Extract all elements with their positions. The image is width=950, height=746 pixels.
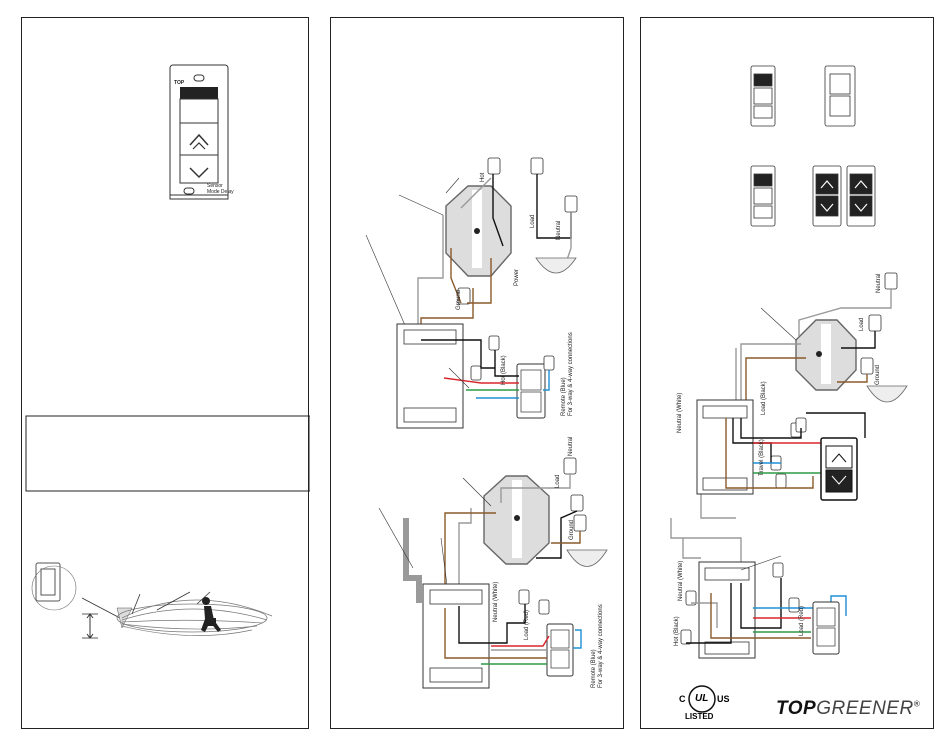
- p3-label-load: Load: [859, 317, 865, 331]
- panel-switch-overview: TOP Sensor Mode Delay: [21, 17, 310, 729]
- brand-thin: GREENER: [816, 698, 914, 719]
- switch-sensor-text: Sensor: [207, 183, 223, 189]
- switch-configurations: [750, 65, 876, 227]
- ul-listed-mark: [688, 685, 716, 713]
- switch-top-label: TOP: [174, 80, 185, 86]
- brand-bold: TOP: [776, 698, 817, 719]
- label-load-red: Load (Red): [524, 609, 530, 640]
- label-remote-blue-2: Remote (Blue): [591, 649, 597, 688]
- wiring-diagram-single-pole: [365, 157, 608, 689]
- bottom-wiring-diagram: [378, 457, 608, 689]
- p3-label-hot-black: Hot (Black): [674, 616, 680, 646]
- ul-c: C: [679, 694, 686, 704]
- p3-label-load-red: Load (Red): [799, 605, 805, 636]
- p3-label-travel-black: Travel (Black): [759, 439, 765, 476]
- switch-mode-text: Mode Delay: [207, 189, 234, 195]
- topgreener-logo: TOPGREENER®: [776, 698, 920, 720]
- ul-us: US: [717, 694, 730, 704]
- panel-wiring-multi-location: Neutral Load Ground Load (Black) Neutral…: [640, 17, 934, 729]
- label-neutral-2: Neutral: [568, 436, 574, 456]
- label-power: Power: [514, 268, 520, 286]
- ul-mark: UL: [695, 693, 709, 704]
- p3-label-ground: Ground: [875, 364, 881, 385]
- label-load: Load: [530, 214, 536, 228]
- label-ground: Ground: [456, 289, 462, 310]
- occupancy-switch: [169, 64, 229, 200]
- panel-wiring-single-pole: Hot Load Neutral Power Ground Hot (Black…: [330, 17, 624, 729]
- p3-label-load-black: Load (Black): [761, 381, 767, 415]
- p3-label-neutral-white-2: Neutral (White): [678, 560, 684, 601]
- label-load-2: Load: [555, 474, 561, 488]
- p3-label-neutral: Neutral: [876, 273, 882, 293]
- label-hot: Hot: [480, 172, 486, 182]
- label-remote-note-2: For 3-way & 4-way connections: [598, 604, 604, 688]
- switch-overview-illustration: [25, 64, 310, 639]
- person-figure: [201, 597, 221, 632]
- label-remote-note: For 3-way & 4-way connections: [568, 332, 574, 416]
- label-neutral: Neutral: [556, 220, 562, 240]
- label-neutral-white: Neutral (White): [493, 581, 499, 622]
- top-wiring-diagram: [365, 157, 578, 429]
- label-remote-blue: Remote (Blue): [561, 377, 567, 416]
- label-ground-2: Ground: [569, 519, 575, 540]
- ul-listed: LISTED: [685, 712, 714, 721]
- wire-nuts: [457, 157, 578, 305]
- multi-location-wiring: [670, 272, 908, 659]
- p3-label-neutral-white: Neutral (White): [677, 392, 683, 433]
- sensor-coverage-diagram: [31, 562, 273, 639]
- info-box: [25, 415, 310, 492]
- brand-reg: ®: [913, 699, 921, 709]
- label-hot-black: Hot (Black): [501, 355, 507, 385]
- wiring-diagram-multi-location: [670, 65, 908, 713]
